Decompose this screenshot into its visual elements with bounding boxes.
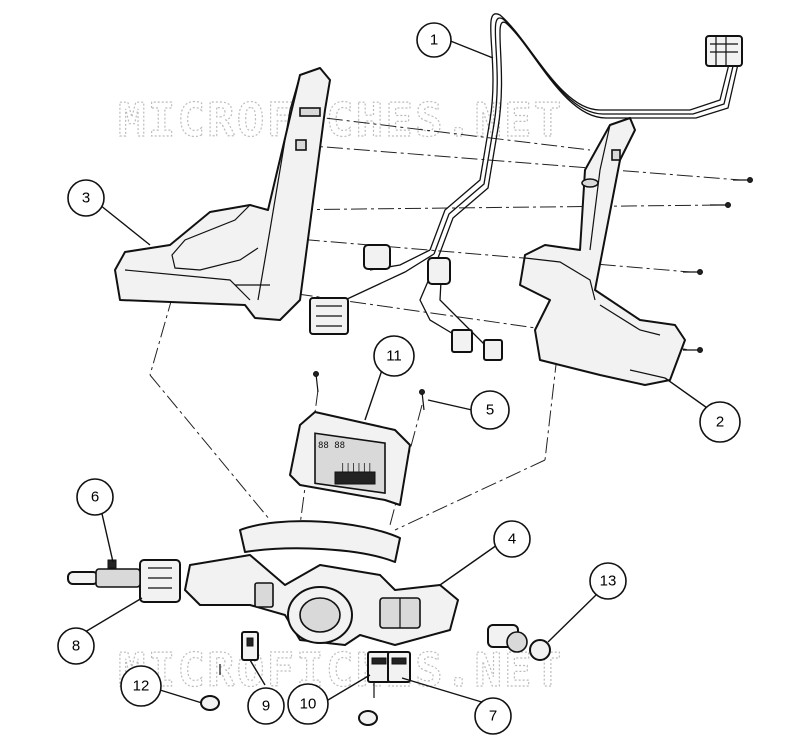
svg-text:12: 12 (133, 678, 150, 695)
rocker-switches (367, 651, 411, 683)
svg-text:1: 1 (430, 32, 438, 49)
dash-console (184, 520, 459, 646)
callout-4: 4 (493, 520, 531, 558)
callout-1: 1 (416, 22, 452, 58)
svg-text:11: 11 (386, 348, 402, 365)
callout-8: 8 (57, 627, 95, 665)
ignition-key (487, 624, 551, 661)
svg-text:13: 13 (600, 573, 617, 590)
svg-text:2: 2 (716, 414, 724, 431)
watermark-bottom: MICROFICHES.NET (118, 643, 563, 697)
left-console-cover (114, 67, 331, 321)
svg-text:7: 7 (489, 708, 497, 725)
switch-block (139, 559, 181, 603)
stalk (67, 559, 141, 588)
svg-text:5: 5 (486, 402, 494, 419)
leader-lines (79, 39, 711, 704)
callout-11: 11 (373, 335, 415, 377)
screws (313, 177, 753, 411)
callout-2: 2 (699, 401, 741, 443)
svg-text:10: 10 (300, 696, 317, 713)
wiring-harness (309, 13, 743, 361)
svg-text:9: 9 (262, 698, 270, 715)
svg-text:||||||: |||||| (340, 463, 373, 473)
callout-13: 13 (589, 562, 627, 600)
svg-text:6: 6 (91, 489, 99, 506)
small-switch (241, 631, 259, 661)
callout-5: 5 (470, 390, 510, 430)
callout-10: 10 (287, 683, 329, 725)
callout-9: 9 (247, 687, 285, 725)
display-module: 88 88 |||||| (289, 411, 411, 506)
callout-12: 12 (120, 665, 162, 707)
caps (200, 664, 378, 726)
svg-text:8: 8 (72, 638, 80, 655)
right-console-cover (519, 117, 686, 386)
svg-text:88 88: 88 88 (318, 441, 345, 451)
svg-text:3: 3 (82, 190, 90, 207)
svg-text:4: 4 (508, 531, 516, 548)
callout-3: 3 (67, 179, 105, 217)
callout-6: 6 (76, 478, 114, 516)
callout-7: 7 (474, 697, 512, 735)
